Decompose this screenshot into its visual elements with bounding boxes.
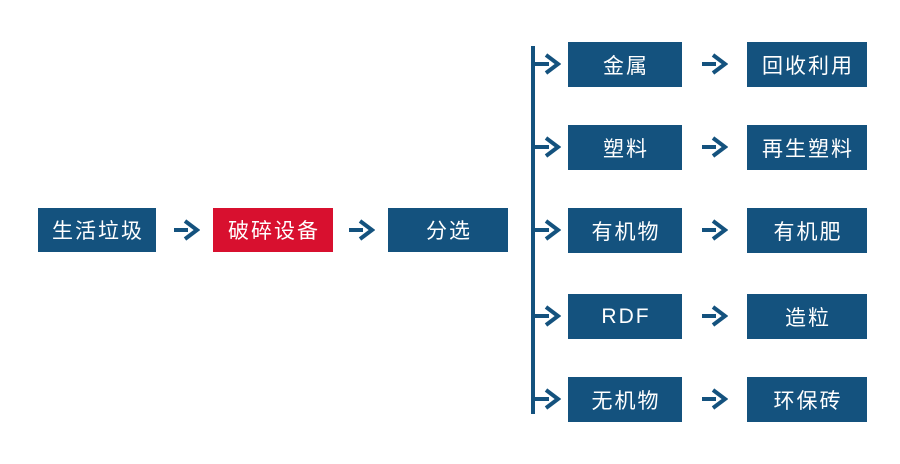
branch-row: 金属 回收利用	[0, 42, 900, 87]
right-arrow-icon	[534, 53, 561, 75]
right-arrow-icon	[534, 136, 561, 158]
product-box: 再生塑料	[747, 125, 867, 170]
material-box: 无机物	[568, 377, 682, 422]
right-arrow-icon	[348, 219, 375, 241]
right-arrow-icon	[534, 305, 561, 327]
material-box: 有机物	[568, 208, 682, 253]
branch-row: RDF 造粒	[0, 294, 900, 339]
product-box: 回收利用	[747, 42, 867, 87]
material-box: 塑料	[568, 125, 682, 170]
branch-row: 无机物 环保砖	[0, 377, 900, 422]
sorting-box: 分选	[388, 208, 508, 252]
product-box: 有机肥	[747, 208, 867, 253]
branch-row: 塑料 再生塑料	[0, 125, 900, 170]
product-box: 环保砖	[747, 377, 867, 422]
branch-connector-line	[531, 46, 535, 414]
material-box: 金属	[568, 42, 682, 87]
source-box: 生活垃圾	[38, 208, 156, 252]
right-arrow-icon	[701, 136, 728, 158]
crusher-box: 破碎设备	[213, 208, 333, 252]
right-arrow-icon	[173, 219, 200, 241]
branch-row: 有机物 有机肥	[0, 208, 900, 253]
right-arrow-icon	[701, 305, 728, 327]
right-arrow-icon	[701, 219, 728, 241]
right-arrow-icon	[534, 388, 561, 410]
product-box: 造粒	[747, 294, 867, 339]
right-arrow-icon	[701, 53, 728, 75]
right-arrow-icon	[701, 388, 728, 410]
right-arrow-icon	[534, 219, 561, 241]
material-box: RDF	[568, 294, 682, 339]
